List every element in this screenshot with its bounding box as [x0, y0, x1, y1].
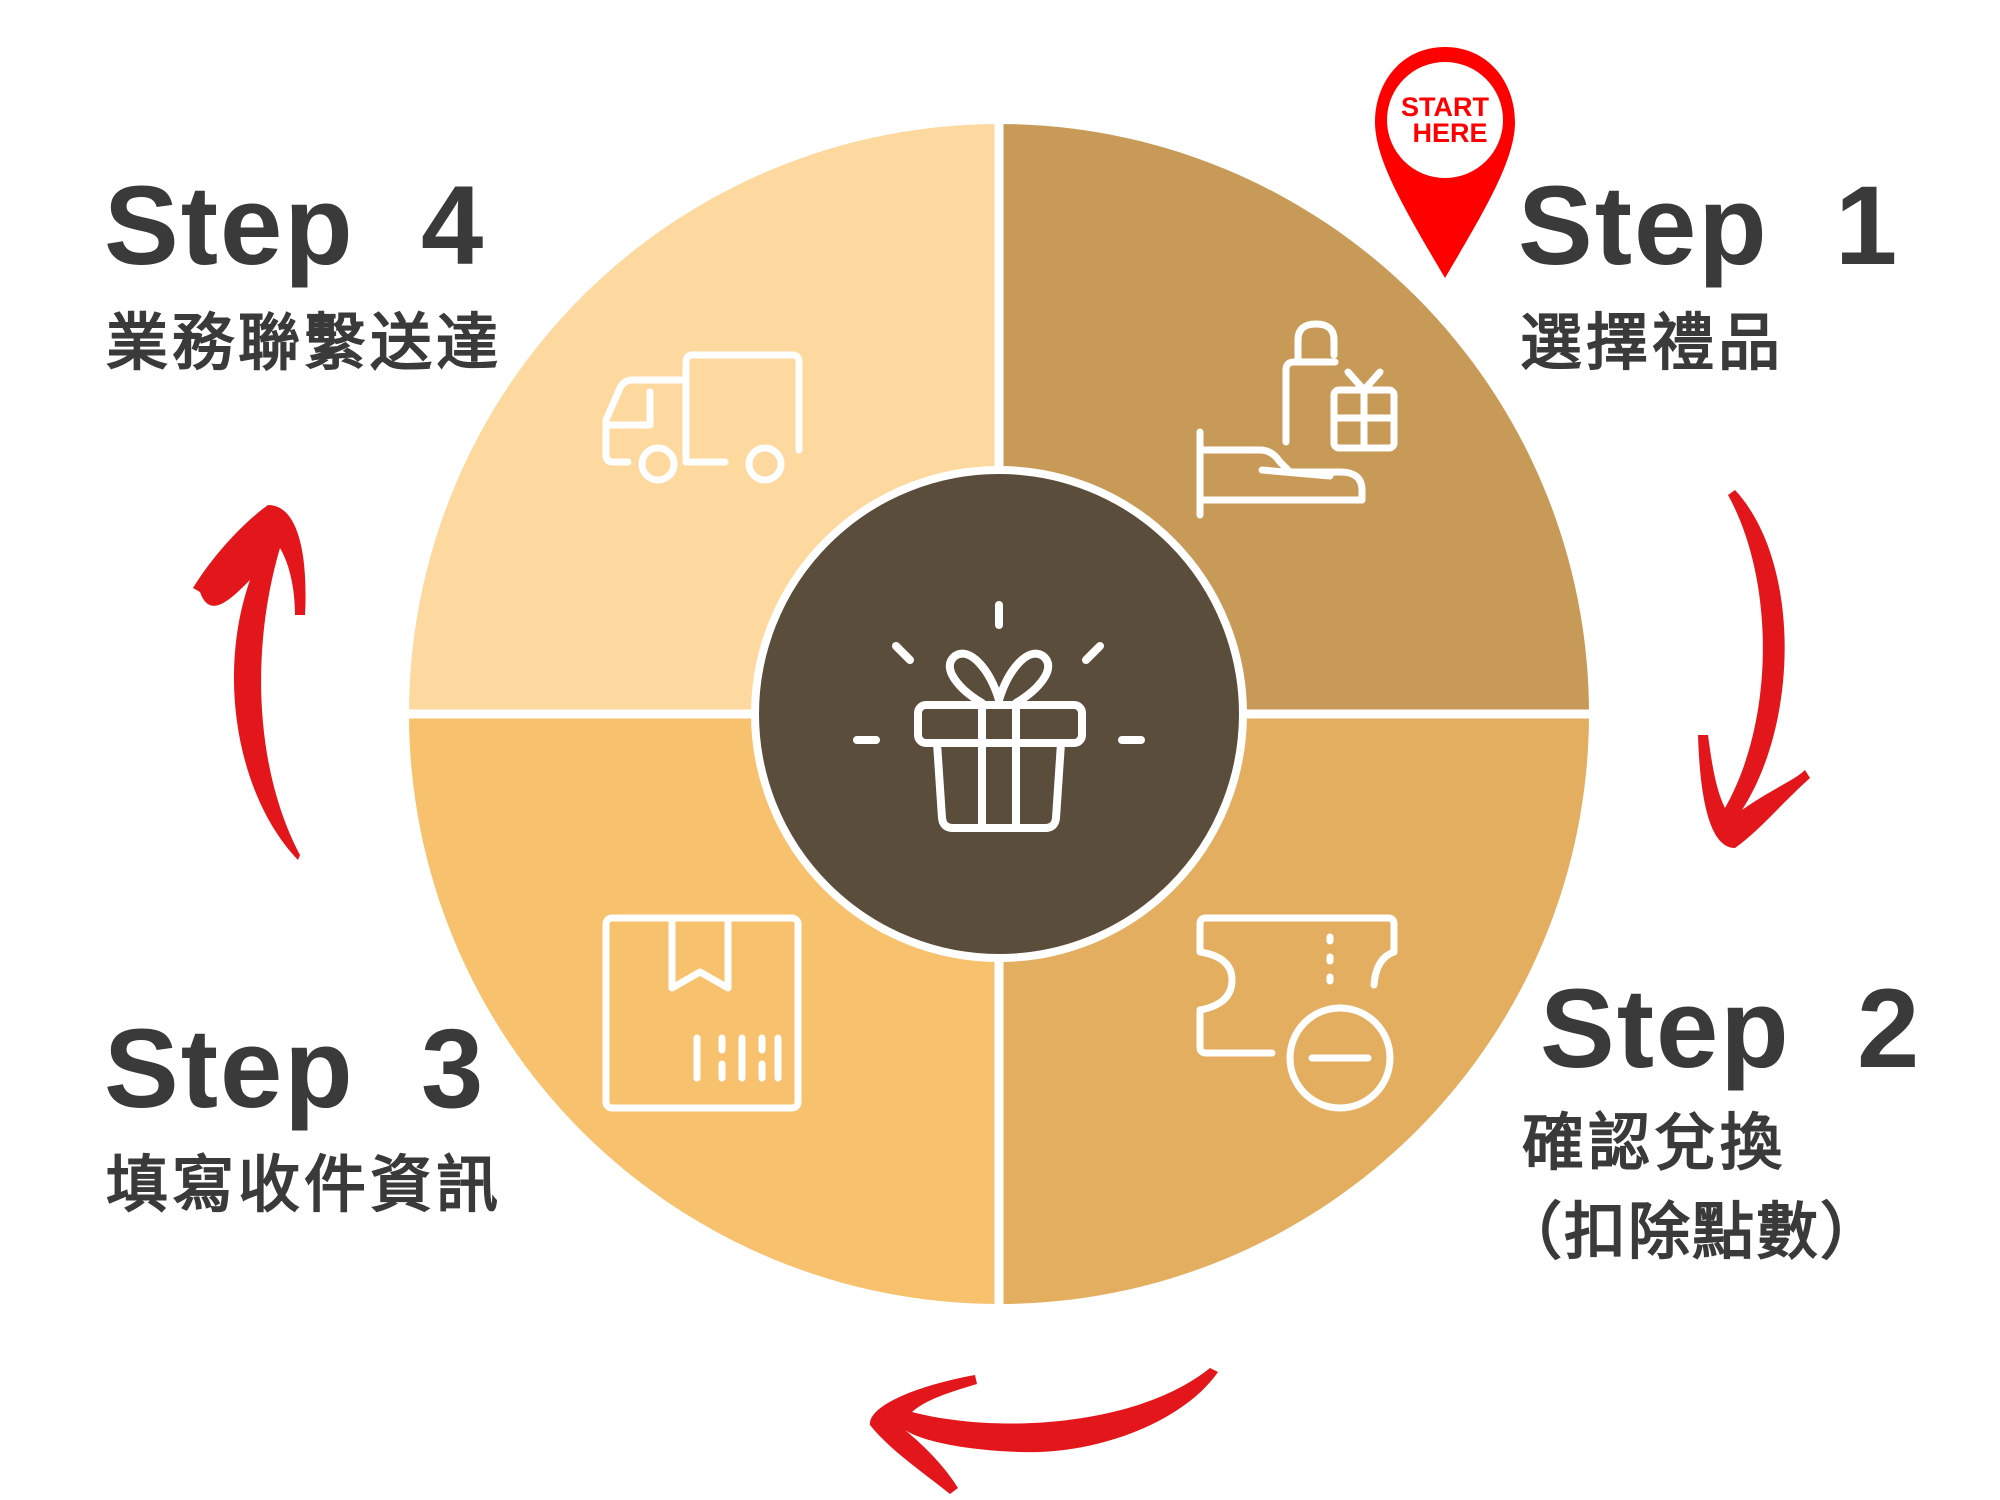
center-hub — [751, 466, 1247, 962]
ticket-minus-icon — [1196, 914, 1398, 1112]
pin-text-start: START — [1401, 92, 1489, 122]
arrow-step3-to-step4 — [193, 505, 306, 860]
step-1-title: Step 1 — [1518, 163, 1900, 288]
step-2-description-note: （扣除點數） — [1500, 1198, 1885, 1267]
delivery-truck-icon — [602, 351, 803, 484]
arrow-step1-to-step2 — [1698, 490, 1810, 848]
package-box-icon — [602, 914, 802, 1112]
gift-icon — [853, 601, 1145, 832]
hand-gift-icon — [1196, 320, 1398, 519]
step-4-title: Step 4 — [104, 163, 486, 288]
cycle-arrows — [193, 490, 1810, 1494]
arrow-step2-to-step3 — [869, 1368, 1218, 1494]
step-2-title: Step 2 — [1540, 966, 1922, 1091]
step-3-title: Step 3 — [104, 1006, 486, 1131]
step-4-description: 業務聯繫送達 — [106, 309, 503, 378]
start-here-pin: START HERE — [1375, 47, 1515, 278]
step-3-description: 填寫收件資訊 — [106, 1151, 503, 1220]
step-2-description: 確認兌換 — [1522, 1109, 1787, 1178]
pin-text-here: HERE — [1412, 118, 1487, 148]
step-1-description: 選擇禮品 — [1520, 309, 1785, 378]
